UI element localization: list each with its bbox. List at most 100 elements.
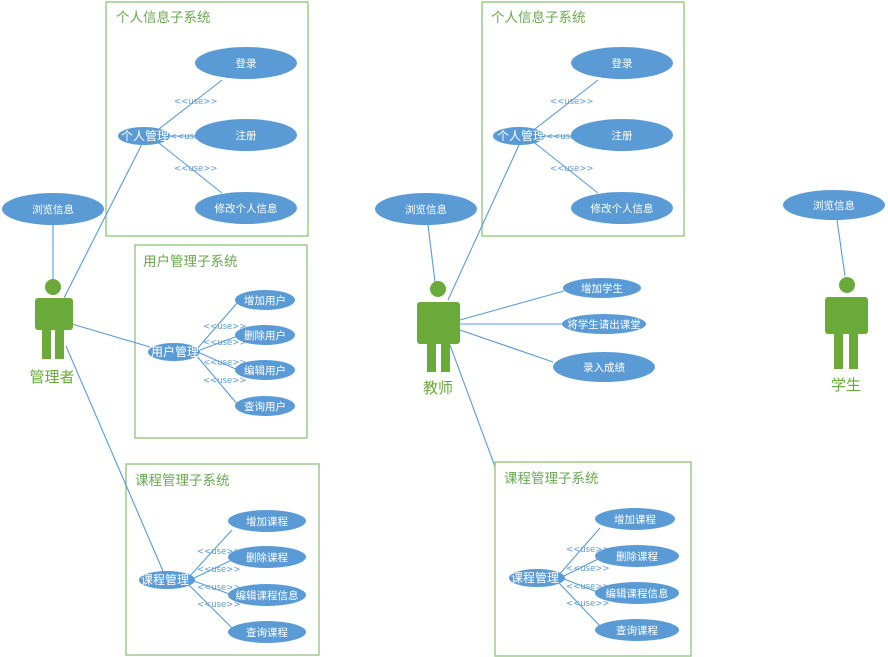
usecase-label: 注册 (612, 129, 633, 142)
usecase-register[interactable] (195, 119, 297, 151)
usecase-enter-grades[interactable] (553, 352, 655, 382)
usecase-add-course-teacher[interactable] (595, 508, 675, 530)
usecase-delete-user[interactable] (235, 325, 295, 345)
usecase-label: 删除课程 (246, 551, 288, 564)
association-line (447, 144, 520, 301)
usecase-label: 浏览信息 (405, 203, 447, 216)
usecase-query-course[interactable] (228, 621, 306, 643)
usecase-edit-user[interactable] (235, 360, 295, 380)
hub-course-mgmt[interactable] (139, 571, 195, 589)
usecase-browse-student[interactable] (783, 190, 885, 220)
usecase-browse-admin[interactable] (2, 193, 104, 225)
usecase-add-user[interactable] (235, 290, 295, 310)
use-stereotype: <<use>> (203, 338, 247, 348)
usecase-query-user[interactable] (235, 396, 295, 416)
use-stereotype: <<use>> (170, 132, 214, 142)
actor-label-teacher: 教师 (423, 379, 453, 397)
usecase-label: 修改个人信息 (215, 202, 278, 215)
usecase-label: 查询课程 (616, 624, 658, 637)
include-line (563, 557, 601, 577)
use-stereotype: <<use>> (566, 545, 610, 555)
usecase-add-course[interactable] (228, 510, 306, 532)
use-stereotype: <<use>> (566, 582, 610, 592)
hub-personal[interactable] (118, 127, 170, 145)
actor-label-student: 学生 (831, 376, 861, 394)
hub-personal-teacher[interactable] (493, 127, 545, 145)
association-line (65, 345, 164, 572)
use-stereotype: <<use>> (197, 600, 241, 610)
actor-admin-figure[interactable] (35, 279, 73, 359)
usecase-label: 删除课程 (616, 550, 658, 563)
hub-label: 课程管理 (141, 572, 189, 587)
personal-subsystem-title-teacher: 个人信息子系统 (491, 9, 586, 25)
personal-subsystem-title: 个人信息子系统 (116, 9, 211, 25)
include-line (557, 527, 601, 577)
usecase-label: 录入成绩 (583, 361, 625, 374)
include-line (193, 580, 233, 596)
include-line (187, 583, 233, 629)
use-stereotype: <<use>> (203, 376, 247, 386)
use-stereotype: <<use>> (174, 164, 218, 174)
usecase-login[interactable] (195, 47, 297, 79)
usecase-label: 编辑课程信息 (236, 589, 299, 602)
usecase-label: 查询课程 (246, 626, 288, 639)
include-line (195, 354, 239, 406)
usecase-edit-profile-teacher[interactable] (571, 192, 673, 224)
association-line (459, 290, 565, 321)
include-line (195, 301, 239, 351)
usecase-label: 注册 (236, 129, 257, 142)
usecase-label: 将学生请出课堂 (567, 318, 641, 331)
include-line (557, 581, 601, 627)
usecase-label: 编辑课程信息 (606, 587, 669, 600)
usecase-remove-student[interactable] (562, 314, 646, 334)
usecase-label: 查询用户 (244, 400, 286, 413)
association-line (63, 143, 143, 299)
usecase-label: 浏览信息 (813, 199, 855, 212)
usecase-label: 增加用户 (244, 294, 286, 307)
include-line (149, 79, 223, 137)
usecase-label: 增加课程 (246, 515, 288, 528)
actor-student-figure[interactable] (825, 277, 868, 369)
usecase-login-teacher[interactable] (571, 47, 673, 79)
include-line (525, 135, 599, 194)
usecase-label: 删除用户 (244, 329, 286, 342)
association-line (427, 224, 436, 283)
use-stereotype: <<use>> (197, 547, 241, 557)
course-mgmt-subsystem-title: 课程管理子系统 (135, 473, 230, 488)
usecase-delete-course-teacher[interactable] (595, 545, 679, 567)
include-line (193, 559, 233, 579)
association-line (836, 219, 846, 277)
use-stereotype: <<use>> (203, 358, 247, 368)
use-stereotype: <<use>> (566, 564, 610, 574)
usecase-label: 增加课程 (614, 513, 656, 526)
usecase-edit-profile[interactable] (195, 192, 297, 224)
actor-label-admin: 管理者 (29, 368, 74, 386)
use-stereotype: <<use>> (203, 322, 247, 332)
usecase-delete-course[interactable] (228, 546, 306, 568)
usecase-edit-course-teacher[interactable] (595, 582, 679, 604)
include-line (525, 79, 599, 137)
user-mgmt-subsystem-title: 用户管理子系统 (143, 253, 238, 269)
usecase-query-course-teacher[interactable] (595, 619, 679, 641)
usecase-edit-course[interactable] (228, 584, 306, 606)
usecase-register-teacher[interactable] (571, 119, 673, 151)
include-line (199, 352, 239, 371)
usecase-label: 编辑用户 (244, 364, 286, 377)
use-stereotype: <<use>> (197, 565, 241, 575)
hub-label: 课程管理 (511, 570, 559, 585)
hub-course-mgmt-teacher[interactable] (509, 569, 565, 587)
hub-user-mgmt[interactable] (148, 343, 200, 361)
usecase-add-student[interactable] (563, 278, 641, 298)
actor-teacher-figure[interactable] (417, 281, 460, 372)
usecase-browse-teacher[interactable] (375, 193, 477, 225)
use-stereotype: <<use>> (550, 97, 594, 107)
usecase-label: 浏览信息 (32, 203, 74, 216)
include-line (149, 135, 223, 194)
course-mgmt-subsystem-title-teacher: 课程管理子系统 (504, 471, 599, 486)
include-line (199, 335, 239, 351)
use-stereotype: <<use>> (174, 97, 218, 107)
use-stereotype: <<use>> (550, 164, 594, 174)
usecase-label: 增加学生 (581, 282, 623, 295)
